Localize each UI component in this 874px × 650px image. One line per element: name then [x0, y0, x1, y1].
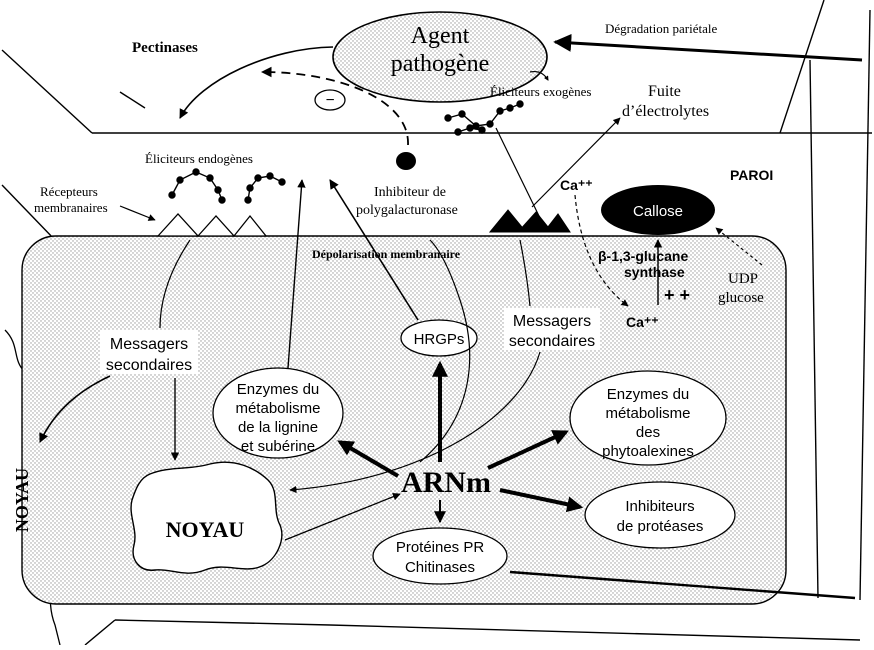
- fuite-label-line2: d’électrolytes: [622, 103, 709, 120]
- membrane-receptors-left: [156, 213, 268, 237]
- pectinases-arrow: [179, 46, 334, 119]
- messagers-left-line1: Messagers: [110, 336, 188, 353]
- messagers-right-to-noyau: [289, 351, 541, 494]
- arnm-to-wall-curve: [419, 239, 471, 463]
- arnm-label: ARNm: [401, 466, 491, 499]
- enz-lignine-line3: de la lignine: [238, 419, 318, 436]
- udp-label-line2: glucose: [718, 290, 764, 306]
- udp-to-callose-dashed: [715, 227, 763, 266]
- eliciteurs-exogenes-label: Éliciteurs exogènes: [490, 84, 591, 99]
- callose-label: Callose: [633, 203, 683, 220]
- noyau-inner-label: NOYAU: [166, 517, 245, 542]
- minus-sign: −: [325, 92, 334, 109]
- pathogen-ellipse: [332, 11, 548, 103]
- ca-influx-dashed: [574, 194, 629, 307]
- enz-phyto-line1: Enzymes du: [607, 386, 690, 403]
- callose-ellipse: [601, 185, 715, 235]
- degradation-arrow: [553, 33, 863, 62]
- noyau-shape: [130, 461, 283, 574]
- recepteurs-label-line1: Récepteurs: [40, 184, 98, 199]
- glucane-label-line2: synthase: [624, 264, 685, 280]
- exogenous-elicitor-chain: [444, 100, 524, 136]
- noyau-side-label: NOYAU: [12, 468, 32, 532]
- membrane-receptors-right: [488, 209, 571, 233]
- paroi-label: PAROI: [730, 167, 773, 183]
- enz-lignine-to-wall-arrow: [287, 179, 306, 369]
- udp-label-line1: UDP: [728, 271, 758, 287]
- endogenous-elicitor-chain: [168, 168, 286, 204]
- proteines-pr-ellipse: [372, 527, 508, 585]
- arnm-to-enz-lignine: [337, 440, 400, 478]
- inhibiteur-label-line1: Inhibiteur de: [374, 185, 446, 200]
- enz-lignine-ellipse: [212, 367, 344, 459]
- eliciteurs-endogenes-label: Éliciteurs endogènes: [145, 151, 253, 166]
- messagers-left-box: [100, 330, 198, 374]
- enz-phyto-line2: métabolisme: [605, 405, 690, 422]
- messagers-right-box: [504, 308, 600, 350]
- enz-phyto-ellipse: [569, 370, 727, 466]
- messagers-left-to-noyau-side: [39, 375, 111, 443]
- noyau-to-arnm: [284, 492, 401, 541]
- pathogen-to-exogenes-arrow: [529, 70, 549, 81]
- proteines-pr-line1: Protéines PR: [396, 539, 485, 556]
- exogenes-to-receptor-line: [495, 127, 541, 219]
- arnm-to-inhib-proteases: [499, 488, 584, 513]
- proteines-pr-line2: Chitinases: [405, 559, 475, 576]
- messagers-left-line2: secondaires: [106, 357, 192, 374]
- messagers-right-line2: secondaires: [509, 333, 595, 350]
- pathogen-label-line2: pathogène: [391, 51, 490, 77]
- recepteurs-pointer: [119, 205, 156, 221]
- pathogen-label-line1: Agent: [411, 23, 470, 49]
- fuite-label-line1: Fuite: [648, 83, 681, 100]
- enz-lignine-line2: métabolisme: [235, 400, 320, 417]
- inhibition-dashed-arc: [260, 66, 409, 146]
- enz-lignine-line4: et subérine: [241, 438, 315, 455]
- hrgps-label: HRGPs: [414, 331, 465, 348]
- plus-signs: + +: [664, 285, 690, 305]
- degradation-label: Dégradation pariétale: [605, 21, 717, 36]
- fuite-arrow: [531, 117, 621, 208]
- inhibiteur-label-line2: polygalacturonase: [356, 203, 458, 218]
- inhib-proteases-ellipse: [584, 481, 736, 549]
- inhibitor-dot: [396, 152, 416, 170]
- receptor-to-messagers-right: [519, 239, 531, 307]
- enz-phyto-line3: des: [636, 424, 660, 441]
- hrgps-to-endogenes-arrow: [329, 179, 419, 321]
- enz-phyto-line4: phytoalexines: [602, 443, 694, 460]
- minus-circle: [314, 89, 346, 111]
- enz-lignine-line1: Enzymes du: [237, 381, 320, 398]
- glucane-label-line1: β-1,3-glucane: [598, 248, 688, 264]
- pectinases-label: Pectinases: [132, 40, 198, 56]
- inhib-proteases-line2: de protéases: [617, 518, 704, 535]
- recepteurs-label-line2: membranaires: [34, 200, 108, 215]
- ca-inner-label: Ca⁺⁺: [626, 314, 659, 330]
- arnm-arrows: [337, 360, 584, 513]
- inhib-proteases-line1: Inhibiteurs: [625, 498, 694, 515]
- chitinases-to-pathogen-line: [509, 570, 856, 600]
- hrgps-ellipse: [400, 319, 478, 357]
- receptor-to-messagers-left: [159, 239, 191, 329]
- depolarisation-label: Dépolarisation membranaire: [312, 247, 461, 261]
- ca-top-label: Ca⁺⁺: [560, 177, 593, 193]
- messagers-right-line1: Messagers: [513, 313, 591, 330]
- arnm-to-enz-phyto: [487, 430, 569, 470]
